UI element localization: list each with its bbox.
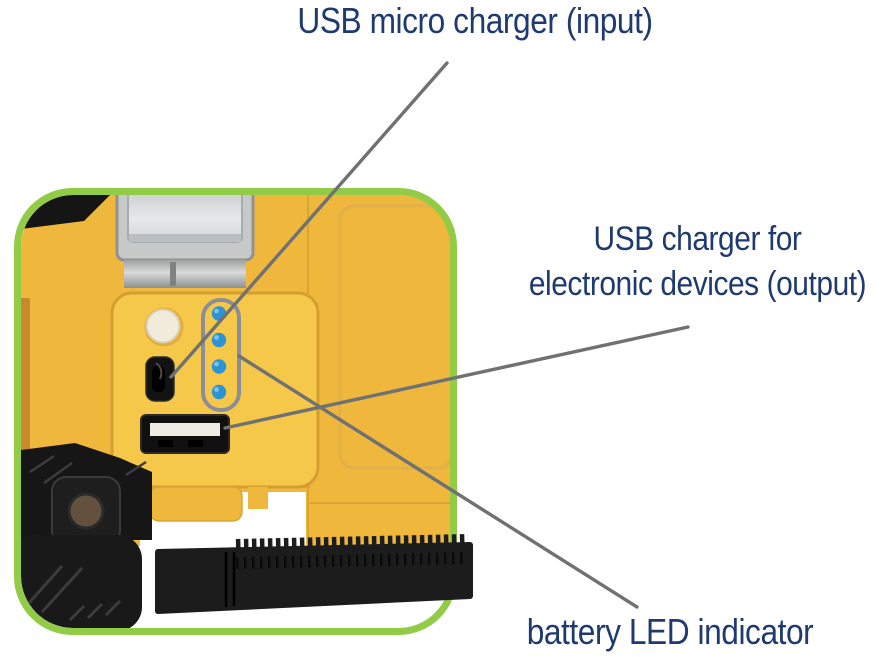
bar-teeth	[235, 534, 469, 555]
label-usb-output: USB charger for electronic devices (outp…	[524, 217, 872, 307]
label-usb-micro-input: USB micro charger (input)	[297, 0, 653, 41]
led-dot	[211, 332, 227, 348]
power-button	[145, 308, 181, 344]
label-usb-output-line2: electronic devices (output)	[528, 265, 867, 303]
clamp-body-hatch	[26, 564, 122, 622]
body-bottom-tab	[149, 486, 243, 522]
bar-ribs	[235, 552, 469, 569]
usb-a-pin-slot	[188, 440, 203, 447]
photo-frame	[14, 188, 457, 635]
clamp-ribbed-bar	[155, 534, 473, 614]
body-molded-panel	[338, 204, 451, 470]
clamp-hatch	[29, 454, 147, 485]
callout-line-micro-usb	[169, 61, 449, 379]
clamp-bar-gap	[142, 545, 156, 628]
lamp-hinge	[124, 260, 246, 288]
led-dot	[211, 359, 227, 374]
body-left-edge	[21, 298, 30, 470]
lens-shadow	[129, 234, 241, 242]
led-highlight	[214, 335, 219, 340]
label-usb-output-line1: USB charger for	[593, 220, 802, 258]
led-highlight	[214, 308, 219, 314]
led-highlight	[214, 361, 219, 367]
led-dot	[211, 384, 227, 400]
body-bottom-tab	[248, 487, 268, 509]
led-dots	[211, 306, 227, 400]
hinge-slot	[170, 262, 176, 286]
label-battery-led: battery LED indicator	[526, 611, 814, 652]
led-highlight	[214, 387, 219, 392]
usb-a-tongue	[150, 423, 220, 436]
micro-usb-highlight	[155, 362, 163, 380]
clamp-knob-screw	[67, 492, 105, 530]
callout-lines	[169, 61, 690, 609]
usb-a-pin-slot	[158, 440, 173, 447]
micro-usb-cavity	[152, 366, 165, 392]
device-photo	[21, 195, 451, 628]
clamp-body	[21, 535, 142, 628]
bar-body	[155, 542, 473, 614]
callout-line-usb-output	[223, 325, 690, 430]
callout-line-battery-led	[237, 354, 639, 609]
